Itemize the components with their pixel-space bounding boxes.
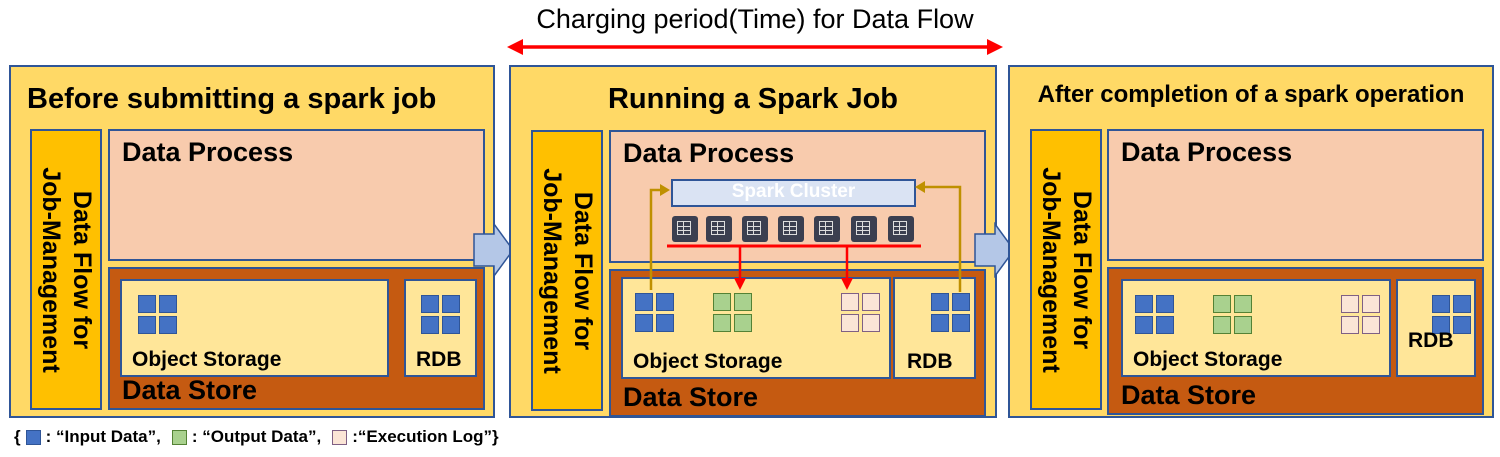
panel-title: Running a Spark Job [607,83,899,115]
rdb-label: RDB [416,348,462,371]
data-process-box: Data Process Spark Cluster [609,130,986,263]
execution-log-block [1341,295,1380,334]
object-storage-box: Object Storage [120,279,389,377]
cluster-to-output-arrowhead [734,278,746,290]
data-store-title: Data Store [122,375,258,405]
rdb-box: RDB [1396,279,1476,377]
panel-title: Before submitting a spark job [27,83,437,115]
cluster-to-log-arrowhead [841,278,853,290]
worker-node-icon [778,216,804,242]
output-data-block [1213,295,1252,334]
job-management-sidebar: Data Flow for Job-Management [30,129,102,410]
object-storage-label: Object Storage [1133,348,1283,371]
data-process-title: Data Process [623,138,795,168]
input-to-cluster-arrowhead [660,184,670,196]
execution-log-block [841,293,880,332]
data-process-title: Data Process [1121,137,1293,167]
rdb-label: RDB [907,350,953,373]
object-storage-label: Object Storage [132,348,282,371]
transition-arrow-1 [473,222,514,278]
legend: { : “Input Data”, : “Output Data”, :“Exe… [14,427,499,447]
input-to-cluster-arrow [649,188,662,290]
worker-node-icon [706,216,732,242]
legend-output-label: : “Output Data”, [191,427,322,446]
rdb-box: RDB [893,277,976,379]
output-data-swatch [171,429,187,445]
input-data-block [635,293,674,332]
input-data-block [931,293,970,332]
panel-title: After completion of a spark operation [1037,81,1465,108]
panel-before-submit: Before submitting a spark job Data Flow … [9,65,495,418]
charging-period-label: Charging period(Time) for Data Flow [536,4,974,34]
data-store-box: Object Storage RDB Data Store [1107,267,1484,415]
job-management-sidebar: Data Flow for Job-Management [531,130,603,411]
worker-node-icon [888,216,914,242]
data-store-title: Data Store [1121,380,1257,410]
panel-after-completion: After completion of a spark operation Da… [1008,65,1494,418]
object-storage-box: Object Storage [621,277,891,379]
transition-arrow-2 [974,222,1015,278]
object-storage-box: Object Storage [1121,279,1391,377]
worker-node-icon [851,216,877,242]
input-data-swatch [25,429,41,445]
rdb-to-cluster-arrow [924,185,962,292]
legend-open-brace: { [14,427,21,446]
input-data-block [421,295,460,334]
legend-input-label: : “Input Data”, [45,427,161,446]
data-process-title: Data Process [122,137,294,167]
input-data-block [1135,295,1174,334]
execution-log-swatch [332,429,348,445]
input-data-block [1432,295,1471,334]
worker-node-icon [672,216,698,242]
data-store-box: Object Storage RDB Data Store [108,267,485,410]
rdb-label: RDB [1408,329,1454,352]
worker-node-icon [742,216,768,242]
input-data-block [138,295,177,334]
rdb-to-cluster-arrowhead [915,181,925,193]
worker-node-icon [814,216,840,242]
object-storage-label: Object Storage [633,350,783,373]
job-management-sidebar: Data Flow for Job-Management [1030,129,1102,410]
data-store-title: Data Store [623,382,759,412]
spark-cluster-box: Spark Cluster [671,179,916,207]
data-store-box: Object Storage RDB Data Store [609,269,986,417]
rdb-box: RDB [404,279,477,377]
charging-period-arrow [507,39,1003,55]
data-process-box: Data Process [108,129,485,261]
output-data-block [713,293,752,332]
sidebar-text: Data Flow for Job-Management [1037,166,1096,373]
legend-log-label: :“Execution Log”} [352,427,499,446]
data-process-box: Data Process [1107,129,1484,261]
